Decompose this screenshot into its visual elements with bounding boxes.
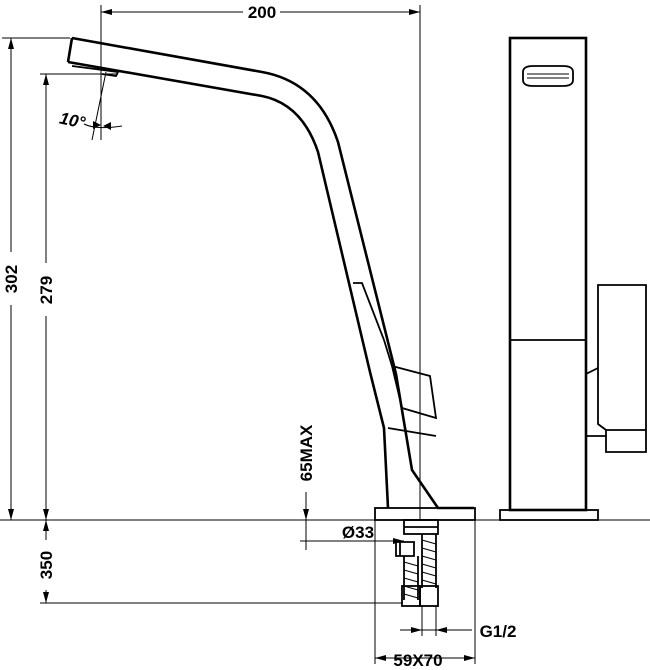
dim-angle: 10° xyxy=(58,60,123,141)
dim-spout-height: 279 xyxy=(37,73,118,520)
faucet-front-view xyxy=(499,36,647,521)
dim-width-top: 200 xyxy=(100,3,421,520)
dim-label-angle: 10° xyxy=(58,109,87,133)
dim-label-spout-height: 279 xyxy=(37,276,56,304)
dim-base-size: 59X70 xyxy=(374,520,476,670)
dim-hole-diameter: Ø33 xyxy=(300,523,404,544)
dim-label-max-thickness: 65MAX xyxy=(297,424,316,481)
faucet-connections xyxy=(395,519,439,607)
dim-label-hole-diameter: Ø33 xyxy=(342,523,374,542)
dim-thread: G1/2 xyxy=(400,606,516,641)
dim-label-thread: G1/2 xyxy=(480,622,517,641)
dim-label-hose-length: 350 xyxy=(37,551,56,579)
dim-label-base-size: 59X70 xyxy=(393,651,442,670)
dim-label-total-height: 302 xyxy=(2,265,21,293)
faucet-side-view xyxy=(0,36,650,521)
dim-total-height: 302 xyxy=(2,37,70,520)
dim-hose-length: 350 xyxy=(37,520,402,604)
dim-label-width: 200 xyxy=(248,3,276,22)
dim-max-thickness: 65MAX xyxy=(297,424,316,550)
